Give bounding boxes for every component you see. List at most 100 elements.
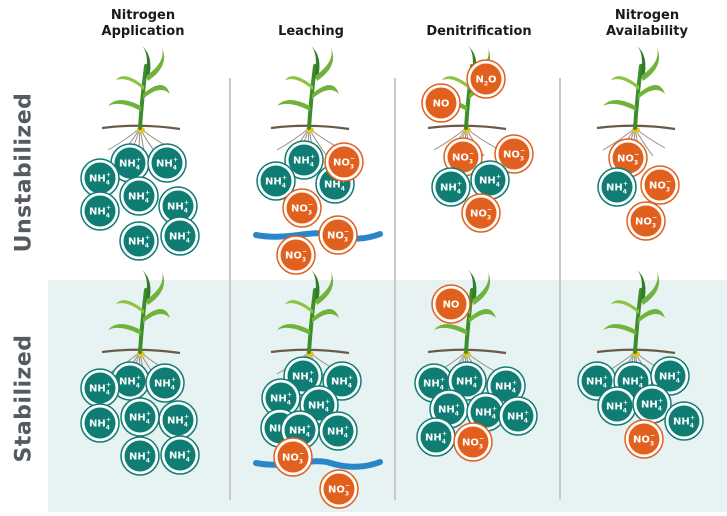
ammonium-label: NH4+ xyxy=(456,375,478,390)
column-header-line1: Nitrogen xyxy=(110,8,176,23)
ammonium-label: NH4+ xyxy=(89,417,111,432)
corn-plant-icon xyxy=(101,270,181,389)
nitrate-label: NO3− xyxy=(333,156,355,171)
nitrate-molecule: NO3− xyxy=(453,422,493,462)
ammonium-label: NH4+ xyxy=(265,175,287,190)
nitrate-molecule: NO3− xyxy=(318,215,358,255)
ammonium-molecule: NH4+ xyxy=(110,143,150,183)
ammonium-label: NH4+ xyxy=(606,181,628,196)
ammonium-label: NH4+ xyxy=(156,157,178,172)
nitrate-molecule: NO3− xyxy=(640,165,680,205)
ammonium-molecule: NH4+ xyxy=(597,167,637,207)
nitrate-molecule: NO3− xyxy=(319,469,359,509)
ammonium-label: NH4+ xyxy=(292,370,314,385)
ammonium-label: NH4+ xyxy=(622,375,644,390)
ammonium-molecule: NH4+ xyxy=(160,216,200,256)
nitrate-molecule: NO3− xyxy=(273,437,313,477)
nitrate-molecule: NO3− xyxy=(494,134,534,174)
ammonium-molecule: NH4+ xyxy=(80,191,120,231)
nitrate-label: NO3− xyxy=(452,151,474,166)
ammonium-molecule: NH4+ xyxy=(597,386,637,426)
nitrate-label: NO3− xyxy=(633,433,655,448)
ammonium-molecule: NH4+ xyxy=(158,186,198,226)
ammonium-molecule: NH4+ xyxy=(416,417,456,457)
ammonium-label: NH4+ xyxy=(89,205,111,220)
ammonium-label: NH4+ xyxy=(119,375,141,390)
ammonium-label: NH4+ xyxy=(129,411,151,426)
row-label-stabilized: Stabilized xyxy=(11,334,37,463)
nitrous_oxide-molecule: N2O xyxy=(466,59,506,99)
column-header-nitrogen-availability: Nitrogen Availability xyxy=(572,8,722,40)
ammonium-molecule: NH4+ xyxy=(486,366,526,406)
ammonium-molecule: NH4+ xyxy=(160,435,200,475)
nitrate-label: NO3− xyxy=(327,229,349,244)
nitrate-label: NO3− xyxy=(282,451,304,466)
ammonium-label: NH4+ xyxy=(308,399,330,414)
column-header-leaching: Leaching xyxy=(236,24,386,40)
nitrate-label: NO3− xyxy=(617,152,639,167)
nitrate-label: NO3− xyxy=(503,148,525,163)
nitrate-label: NO3− xyxy=(328,483,350,498)
ammonium-molecule: NH4+ xyxy=(284,140,324,180)
ammonium-molecule: NH4+ xyxy=(256,161,296,201)
nitrate-molecule: NO3− xyxy=(461,193,501,233)
ammonium-label: NH4+ xyxy=(495,380,517,395)
nitrate-molecule: NO3− xyxy=(626,201,666,241)
ammonium-label: NH4+ xyxy=(128,235,150,250)
ammonium-molecule: NH4+ xyxy=(470,160,510,200)
ammonium-molecule: NH4+ xyxy=(80,368,120,408)
nitrate-molecule: NO3− xyxy=(443,137,483,177)
ammonium-label: NH4+ xyxy=(423,377,445,392)
ammonium-label: NH4+ xyxy=(440,181,462,196)
ammonium-label: NH4+ xyxy=(479,174,501,189)
column-header-line1: Nitrogen xyxy=(614,8,680,23)
ammonium-label: NH4+ xyxy=(425,431,447,446)
corn-plant-icon xyxy=(270,270,350,389)
nitric_oxide-molecule: NO xyxy=(421,83,461,123)
ammonium-label: NH4+ xyxy=(293,154,315,169)
ammonium-molecule: NH4+ xyxy=(650,356,690,396)
nitrate-label: NO3− xyxy=(470,207,492,222)
ammonium-label: NH4+ xyxy=(270,392,292,407)
ammonium-label: NH4+ xyxy=(89,172,111,187)
water-table-icon xyxy=(253,230,383,242)
ammonium-label: NH4+ xyxy=(169,449,191,464)
ammonium-label: NH4+ xyxy=(641,398,663,413)
ammonium-label: NH4+ xyxy=(673,415,695,430)
nitric_oxide-label: NO xyxy=(443,300,460,311)
ammonium-molecule: NH4+ xyxy=(119,176,159,216)
ammonium-label: NH4+ xyxy=(507,410,529,425)
ammonium-molecule: NH4+ xyxy=(147,143,187,183)
ammonium-label: NH4+ xyxy=(475,406,497,421)
ammonium-label: NH4+ xyxy=(154,377,176,392)
ammonium-molecule: NH4+ xyxy=(80,158,120,198)
ammonium-molecule: NH4+ xyxy=(318,411,358,451)
column-header-line2: Availability xyxy=(606,24,688,39)
ammonium-molecule: NH4+ xyxy=(664,401,704,441)
nitrous_oxide-label: N2O xyxy=(475,75,496,88)
nitrate-label: NO3− xyxy=(635,215,657,230)
column-header-line2: Leaching xyxy=(278,24,344,39)
nitrate-label: NO3− xyxy=(649,179,671,194)
ammonium-label: NH4+ xyxy=(327,425,349,440)
ammonium-label: NH4+ xyxy=(586,375,608,390)
row-label-unstabilized: Unstabilized xyxy=(11,92,37,253)
ammonium-molecule: NH4+ xyxy=(119,221,159,261)
nitrate-label: NO3− xyxy=(285,249,307,264)
ammonium-molecule: NH4+ xyxy=(158,400,198,440)
ammonium-label: NH4+ xyxy=(438,403,460,418)
ammonium-label: NH4+ xyxy=(169,230,191,245)
ammonium-molecule: NH4+ xyxy=(498,396,538,436)
ammonium-label: NH4+ xyxy=(119,157,141,172)
ammonium-molecule: NH4+ xyxy=(431,167,471,207)
ammonium-molecule: NH4+ xyxy=(447,361,487,401)
ammonium-label: NH4+ xyxy=(167,414,189,429)
nitrate-molecule: NO3− xyxy=(608,138,648,178)
ammonium-molecule: NH4+ xyxy=(322,361,362,401)
ammonium-label: NH4+ xyxy=(289,424,311,439)
ammonium-molecule: NH4+ xyxy=(261,378,301,418)
nitrate-molecule: NO3− xyxy=(276,235,316,275)
nitrate-molecule: NO3− xyxy=(282,188,322,228)
nitrate-label: NO3− xyxy=(462,436,484,451)
